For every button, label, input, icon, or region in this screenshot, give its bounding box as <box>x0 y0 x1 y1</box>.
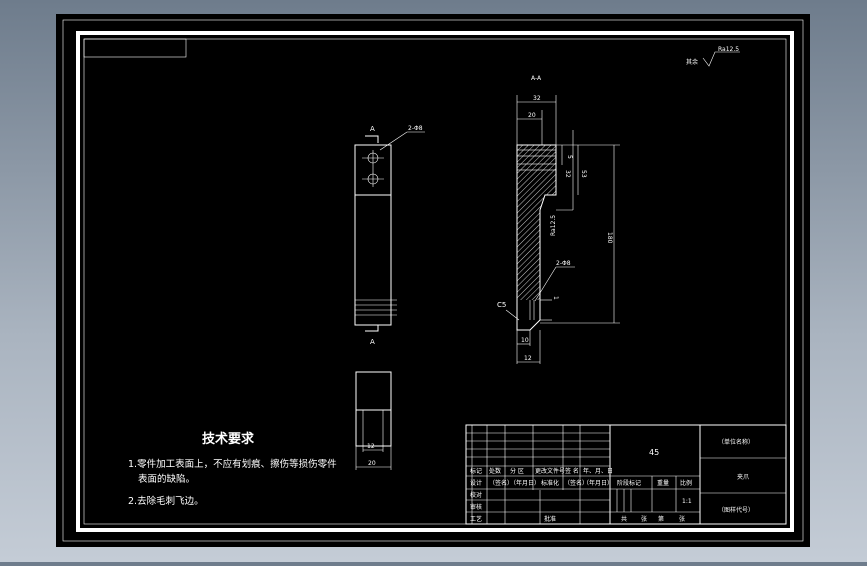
tech-item-2: 2.去除毛刺飞边。 <box>128 495 204 507</box>
tech-title: 技术要求 <box>202 431 255 447</box>
bottom-view: 12 20 <box>355 371 392 470</box>
sheet-total-suffix: 张 <box>641 515 647 523</box>
dim-right-small: 5 <box>566 155 573 159</box>
sheet-no-prefix: 第 <box>658 515 664 523</box>
dim-right-large: 53 <box>580 170 587 178</box>
roughness-check-icon <box>702 51 740 67</box>
section-mark-bottom: A <box>370 338 375 346</box>
reversed-title-box <box>83 38 187 58</box>
hdr-change-doc: 更改文件号 <box>535 467 565 475</box>
drawing-number: （图样代号） <box>718 506 754 514</box>
chamfer-note: C5 <box>497 301 506 309</box>
front-hole-note: 2-Φ8 <box>408 125 423 132</box>
tech-item-1b: 表面的缺陷。 <box>138 473 195 485</box>
row-check: 校对 <box>470 491 482 499</box>
section-mark-top: A <box>370 125 375 133</box>
row-approve: 批准 <box>544 515 556 523</box>
tech-item-1: 1.零件加工表面上，不应有划痕、擦伤等损伤零件 <box>128 458 337 470</box>
dim-overall: 180 <box>606 232 613 244</box>
roughness-prefix: 其余 <box>686 58 698 66</box>
row-process: 工艺 <box>470 515 482 523</box>
row-design-date: （年月日） <box>510 479 540 487</box>
weight-label: 重量 <box>657 479 669 487</box>
front-view: A A 2-Φ8 <box>354 125 425 346</box>
dim-right-mid: 32 <box>564 170 571 178</box>
scale-value: 1:1 <box>682 498 692 505</box>
row-review: 审核 <box>470 503 482 511</box>
row-design: 设计 <box>470 479 482 487</box>
stage-mark: 阶段标记 <box>617 479 641 487</box>
dim-top-inner: 20 <box>528 112 536 119</box>
hdr-mark: 标记 <box>470 467 482 475</box>
material: 45 <box>649 448 659 457</box>
dim-side-small: 1 <box>552 296 559 300</box>
sheet-inner-border <box>76 31 794 532</box>
row-standard: 标准化 <box>541 479 559 487</box>
technical-requirements: 技术要求 1.零件加工表面上，不应有划痕、擦伤等损伤零件 表面的缺陷。 2.去除… <box>128 431 337 507</box>
row-design-sign: （签名） <box>489 479 513 487</box>
title-block: 标记 处数 分 区 更改文件号 签 名 年、月、日 设计 （签名） （年月日） … <box>465 424 787 525</box>
sheet-total-prefix: 共 <box>621 515 627 523</box>
roughness-symbol: 其余 Ra12.5 <box>686 46 740 67</box>
dim-bottom-inner: 10 <box>521 337 529 344</box>
company-name: （单位名称） <box>718 438 754 446</box>
dim-top-outer: 32 <box>533 95 541 102</box>
bottom-dim-inner: 12 <box>367 443 375 450</box>
hdr-date: 年、月、日 <box>583 467 613 475</box>
row-standard-sign: （签名） <box>564 479 588 487</box>
frame-line <box>83 38 787 525</box>
dim-bottom-outer: 12 <box>524 355 532 362</box>
section-label: A-A <box>531 75 542 82</box>
section-view: A-A 32 20 5 32 53 180 Ra12.5 <box>497 75 620 364</box>
hdr-count: 处数 <box>489 467 501 475</box>
front-body <box>354 144 392 326</box>
sheet-no-suffix: 张 <box>679 515 685 523</box>
hdr-signature: 签 名 <box>565 467 579 475</box>
part-name: 夹爪 <box>737 473 749 481</box>
section-hole-note: 2-Φ8 <box>556 260 571 267</box>
scale-label: 比例 <box>680 479 692 487</box>
sheet-outer-border <box>62 19 804 542</box>
bottom-dim-outer: 20 <box>368 460 376 467</box>
roughness-value: Ra12.5 <box>718 46 739 53</box>
drawing-sheet <box>56 14 810 547</box>
row-standard-date: （年月日） <box>583 479 613 487</box>
roughness-side: Ra12.5 <box>550 215 557 236</box>
hdr-zone: 分 区 <box>510 467 524 475</box>
